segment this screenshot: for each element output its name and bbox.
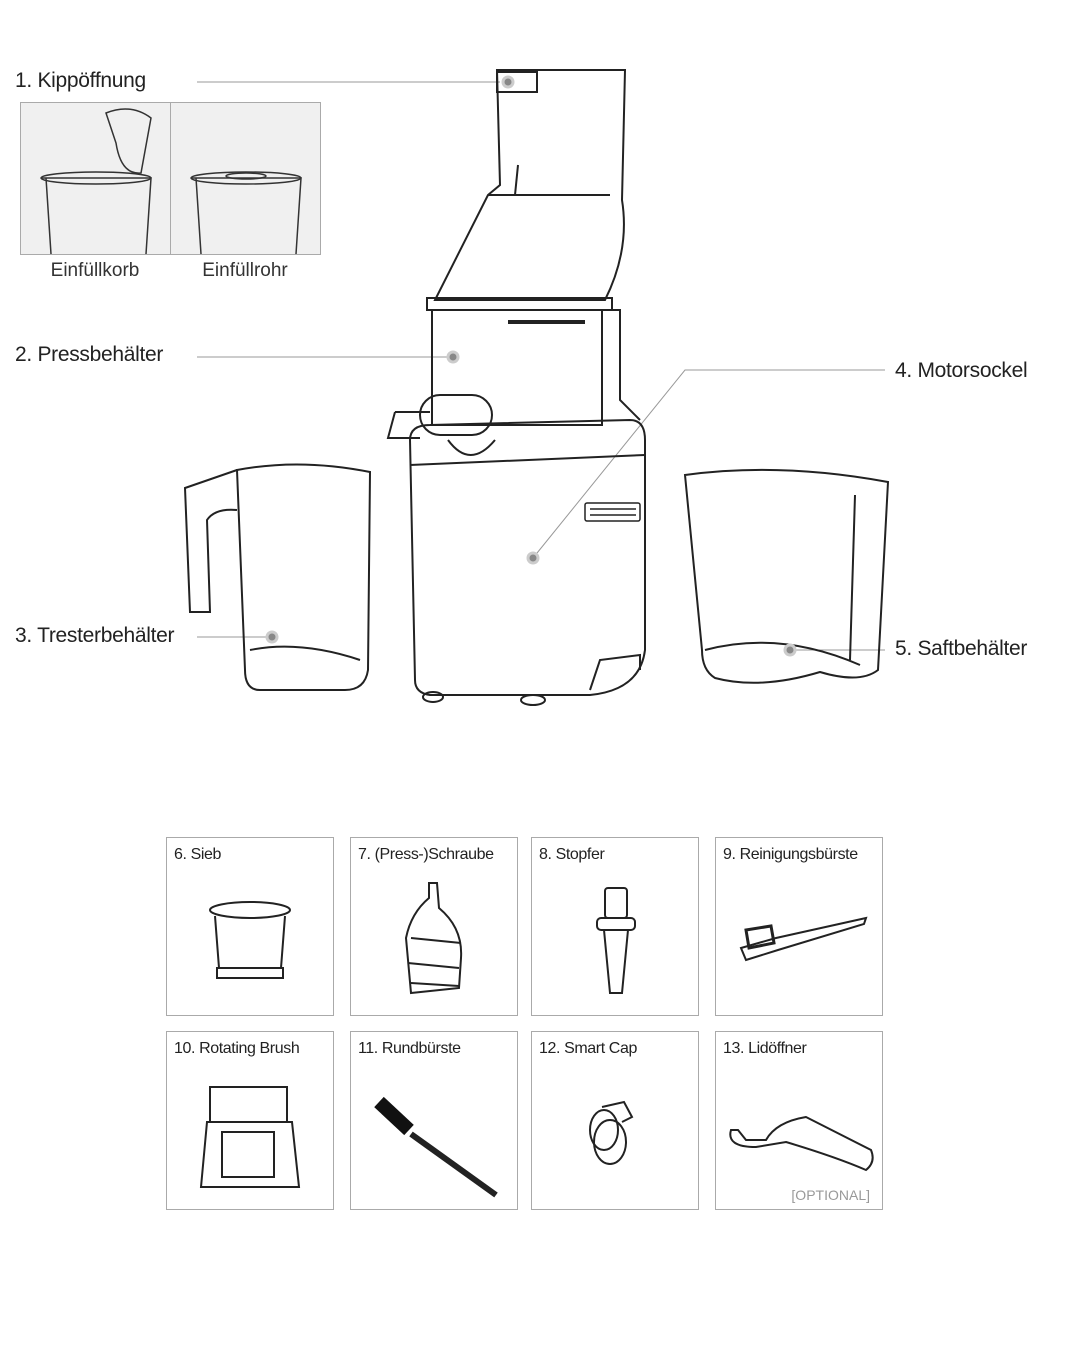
optional-note: [OPTIONAL] bbox=[791, 1187, 870, 1203]
hopper-mode-inset bbox=[20, 102, 321, 255]
leader-lines bbox=[197, 81, 885, 651]
pressing-chamber bbox=[386, 309, 641, 456]
inset-einfuellrohr-image bbox=[170, 103, 320, 255]
inset-einfuellkorb-image bbox=[21, 103, 170, 255]
motor-base bbox=[408, 418, 646, 706]
inset-caption-einfuellrohr: Einfüllrohr bbox=[202, 260, 288, 281]
juice-container bbox=[683, 468, 890, 684]
cleaning-brush-icon bbox=[739, 916, 868, 962]
part-markers bbox=[265, 75, 797, 657]
part-label-saftbehaelter: 5. Saftbehälter bbox=[895, 637, 1028, 660]
part-label-tresterbehaelter: 3. Tresterbehälter bbox=[15, 624, 175, 647]
accessory-label: 7. (Press-)Schraube bbox=[358, 846, 494, 863]
lid-opener-icon bbox=[729, 1115, 874, 1172]
accessory-rundbuerste: 11. Rundbürste bbox=[350, 1031, 518, 1210]
inset-caption-einfuellkorb: Einfüllkorb bbox=[50, 260, 140, 281]
sieve-icon bbox=[209, 901, 291, 979]
part-label-kippoeffnung: 1. Kippöffnung bbox=[15, 69, 146, 92]
accessory-label: 6. Sieb bbox=[174, 846, 222, 863]
rotating-brush-icon bbox=[199, 1086, 301, 1188]
part-label-motorsockel: 4. Motorsockel bbox=[895, 359, 1028, 382]
accessory-lidoeffner: 13. Lidöffner [OPTIONAL] bbox=[715, 1031, 883, 1210]
smart-cap-icon bbox=[589, 1100, 634, 1165]
accessory-rotating-brush: 10. Rotating Brush bbox=[166, 1031, 334, 1210]
round-brush-icon bbox=[374, 1096, 498, 1198]
accessory-label: 9. Reinigungsbürste bbox=[723, 846, 858, 863]
hopper bbox=[433, 69, 627, 301]
accessory-label: 13. Lidöffner bbox=[723, 1040, 807, 1057]
accessory-schraube: 7. (Press-)Schraube bbox=[350, 837, 518, 1016]
accessory-label: 11. Rundbürste bbox=[358, 1040, 461, 1057]
accessory-label: 10. Rotating Brush bbox=[174, 1040, 300, 1057]
pulp-container bbox=[183, 463, 372, 691]
accessory-sieb: 6. Sieb bbox=[166, 837, 334, 1016]
accessory-smart-cap: 12. Smart Cap bbox=[531, 1031, 699, 1210]
pusher-icon bbox=[596, 887, 636, 994]
part-label-pressbehaelter: 2. Pressbehälter bbox=[15, 343, 164, 366]
accessory-stopfer: 8. Stopfer bbox=[531, 837, 699, 1016]
accessory-reinigungsbuerste: 9. Reinigungsbürste bbox=[715, 837, 883, 1016]
auger-icon bbox=[404, 882, 463, 995]
juicer-illustration bbox=[183, 69, 890, 706]
lid bbox=[426, 297, 613, 311]
accessory-label: 12. Smart Cap bbox=[539, 1040, 637, 1057]
accessory-label: 8. Stopfer bbox=[539, 846, 605, 863]
